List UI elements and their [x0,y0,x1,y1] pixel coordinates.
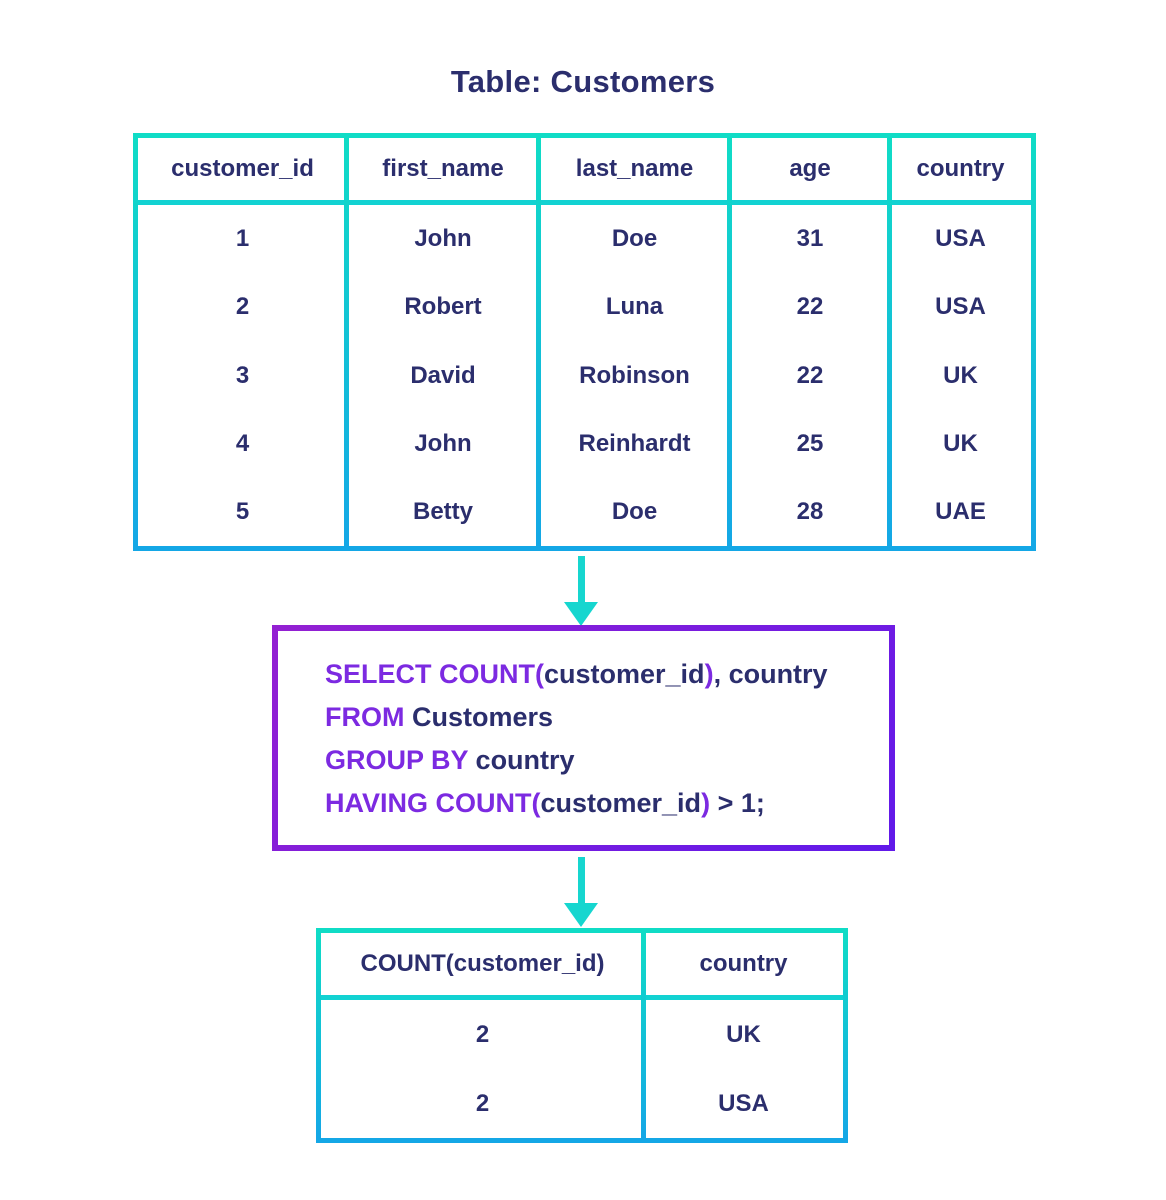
sql-keyword: GROUP BY [325,745,469,775]
table-row: 1 John Doe 31 USA [138,205,1031,273]
table-cell: Reinhardt [578,429,691,457]
table-row: 3 David Robinson 22 UK [138,341,1031,409]
column-divider [344,138,349,546]
sql-text: customer_id [540,788,702,818]
sql-text: Customers [404,702,554,732]
column-header-country: country [916,155,1005,182]
table-cell: UK [943,361,978,389]
column-header-last-name: last_name [575,155,694,182]
arrow-down-icon [564,857,598,927]
table-cell: 1 [235,225,250,253]
column-divider [887,138,892,546]
table-cell: Robinson [579,361,690,389]
table-cell: USA [935,225,986,253]
table-cell: David [410,361,476,389]
arrow-stem [577,556,585,602]
table-row: 2 UK [321,1000,843,1069]
sql-query-box: SELECT COUNT(customer_id), country FROM … [272,625,895,851]
table-row: 4 John Reinhardt 25 UK [138,410,1031,478]
table-cell: Robert [404,293,482,321]
table-cell: USA [935,293,986,321]
table-cell: Doe [611,225,658,253]
sql-line: HAVING COUNT(customer_id) > 1; [325,782,889,825]
diagram-title: Table: Customers [450,64,716,99]
table-cell: 2 [475,1020,490,1048]
table-cell: John [414,225,472,253]
sql-keyword: HAVING COUNT( [325,788,541,818]
table-cell: 22 [796,361,824,389]
sql-line: SELECT COUNT(customer_id), country [325,653,889,696]
sql-keyword: SELECT COUNT( [325,659,544,689]
column-header-age: age [789,155,831,182]
table-cell: 5 [235,497,250,525]
header-divider [138,200,1031,205]
result-table-header-row: COUNT(customer_id) country [321,933,843,995]
table-cell: Betty [412,497,473,525]
table-cell: Doe [611,497,658,525]
table-cell: John [414,429,472,457]
sql-text: > 1; [710,788,765,818]
column-divider [641,933,646,1138]
sql-text: customer_id [544,659,705,689]
customers-table-header-row: customer_id first_name last_name age cou… [138,138,1031,200]
table-cell: Luna [605,293,664,321]
column-header-count-customer-id: COUNT(customer_id) [360,950,605,977]
arrow-head [564,602,598,626]
table-cell: 3 [235,361,250,389]
sql-keyword: FROM [325,702,405,732]
table-cell: 31 [796,225,824,253]
sql-text: country [468,745,575,775]
table-cell: 2 [235,293,250,321]
table-cell: 2 [475,1089,490,1117]
column-header-customer-id: customer_id [171,155,314,182]
arrow-head [564,903,598,927]
sql-keyword: ) [701,788,711,818]
sql-line: GROUP BY country [325,739,889,782]
table-cell: UK [943,429,978,457]
result-table-body: 2 UK 2 USA [321,1000,843,1138]
customers-table: customer_id first_name last_name age cou… [133,133,1036,551]
table-row: 2 Robert Luna 22 USA [138,273,1031,341]
header-divider [321,995,843,1000]
column-header-first-name: first_name [382,155,504,182]
table-cell: UAE [935,497,986,525]
column-header-country: country [699,950,788,977]
table-cell: USA [718,1089,769,1117]
result-table: COUNT(customer_id) country 2 UK 2 USA [316,928,848,1143]
table-row: 2 USA [321,1069,843,1138]
customers-table-body: 1 John Doe 31 USA 2 Robert Luna 22 USA 3… [138,205,1031,546]
table-cell: 28 [796,497,824,525]
table-cell: UK [726,1020,761,1048]
arrow-down-icon [564,556,598,626]
table-cell: 4 [235,429,250,457]
sql-text: , country [713,659,828,689]
table-cell: 25 [796,429,824,457]
table-cell: 22 [796,293,824,321]
sql-keyword: ) [704,659,714,689]
column-divider [536,138,541,546]
sql-line: FROM Customers [325,696,889,739]
table-row: 5 Betty Doe 28 UAE [138,478,1031,546]
arrow-stem [577,857,585,903]
column-divider [727,138,732,546]
